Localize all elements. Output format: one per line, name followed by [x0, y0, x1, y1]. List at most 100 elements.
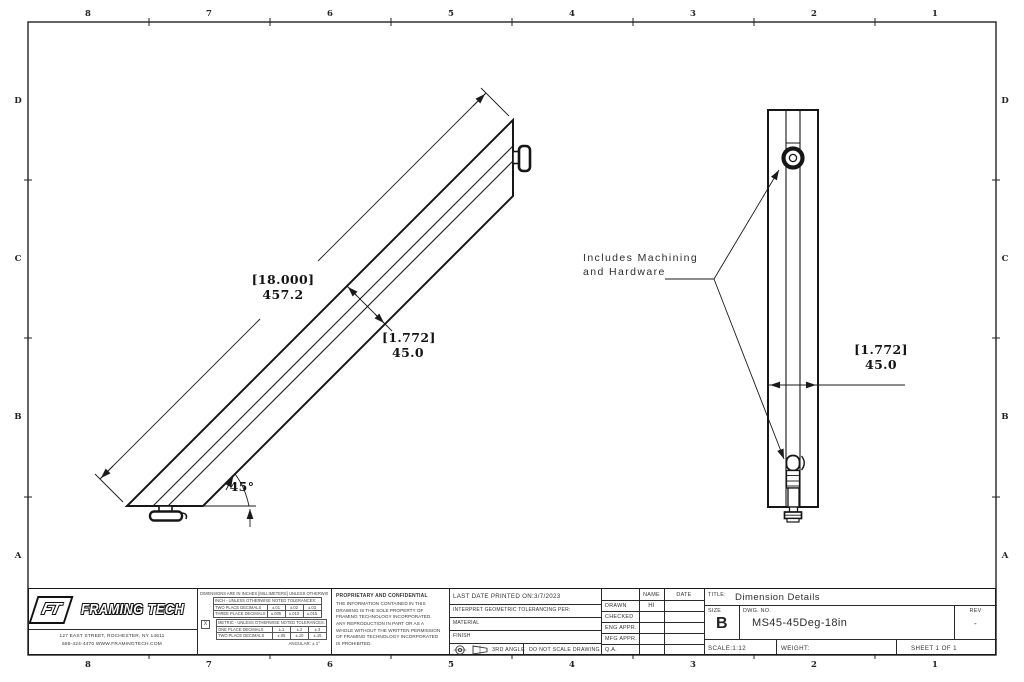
- zone-label: 4: [569, 9, 575, 19]
- rev-label: REV: [969, 607, 982, 614]
- divider: [704, 605, 997, 606]
- approval-row-label: DRAWN: [605, 603, 627, 609]
- divider: [449, 617, 601, 618]
- material-label: MATERIAL: [453, 619, 480, 626]
- note-line-1: Includes Machining: [583, 252, 699, 264]
- zone-label: 8: [85, 9, 91, 19]
- address-line-1: 127 EAST STREET, ROCHESTER, NY 14611: [59, 634, 165, 639]
- divider: [601, 611, 704, 612]
- angle-dimension: 45°: [229, 479, 255, 494]
- zone-label: 7: [206, 660, 212, 670]
- drawing-number: MS45-45Deg-18in: [752, 617, 848, 629]
- divider: [523, 643, 524, 654]
- scale-value: SCALE:1:12: [708, 645, 747, 652]
- third-angle-projection-icon: [453, 645, 488, 655]
- side-length-dimension: [18.000] 457.2: [231, 272, 335, 303]
- divider: [601, 589, 602, 654]
- tolerance-block: DIMENSIONS ARE IN INCHES [MILLIMETERS] U…: [200, 591, 328, 646]
- approval-row-label: MFG APPR.: [605, 636, 638, 642]
- last-printed-date: LAST DATE PRINTED ON:3/7/2023: [453, 593, 561, 600]
- divider: [954, 605, 955, 639]
- weight-label: WEIGHT:: [781, 645, 810, 652]
- company-address: 127 EAST STREET, ROCHESTER, NY 14611 585…: [29, 633, 195, 648]
- divider: [601, 622, 704, 623]
- divider: [639, 589, 640, 654]
- approval-row-label: ENG APPR.: [605, 625, 637, 631]
- divider: [704, 639, 997, 640]
- divider: [197, 589, 198, 654]
- date-column-header: DATE: [676, 592, 692, 598]
- tolerance-row-label: TWO PLACE DECIMALS: [216, 632, 273, 640]
- zone-label: 5: [448, 660, 454, 670]
- units-note: DIMENSIONS ARE IN INCHES [MILLIMETERS] U…: [200, 591, 328, 596]
- divider: [601, 600, 704, 601]
- zone-label: 2: [811, 9, 817, 19]
- drawing-title: Dimension Details: [735, 592, 821, 603]
- zone-label: 6: [327, 9, 333, 19]
- address-line-2: 585-424-4470 WWW.FRAMINGTECH.COM: [62, 641, 162, 647]
- zone-label: 8: [85, 660, 91, 670]
- machining-note: Includes Machining and Hardware: [583, 251, 698, 279]
- sheet-number: SHEET 1 OF 1: [911, 645, 957, 652]
- front-view-drawing: [767, 109, 819, 523]
- divider: [449, 589, 450, 654]
- base-fastener-icon: [148, 505, 188, 522]
- title-label: TITLE:: [708, 592, 726, 598]
- zone-label: B: [14, 412, 22, 422]
- dwg-no-label: DWG. NO.: [743, 607, 772, 614]
- third-angle-label: 3RD ANGLE: [492, 646, 525, 653]
- name-column-header: NAME: [643, 592, 660, 598]
- zone-label: 4: [569, 660, 575, 670]
- divider: [739, 605, 740, 639]
- zone-label: C: [14, 254, 22, 264]
- divider: [29, 629, 197, 630]
- company-name: FRAMING TECH: [80, 602, 185, 618]
- zone-label: 7: [206, 9, 212, 19]
- metric-tolerance-header: METRIC - UNLESS OTHERWISE NOTED TOLERANC…: [216, 619, 327, 627]
- projection-checkbox: X: [201, 620, 210, 629]
- do-not-scale-label: DO NOT SCALE DRAWING: [529, 646, 600, 653]
- zone-label: B: [1001, 412, 1009, 422]
- length-inches: [18.000]: [251, 272, 315, 287]
- zone-label: 1: [932, 9, 938, 19]
- end-fastener-icon: [512, 144, 532, 173]
- approval-row-label: Q.A.: [605, 647, 617, 653]
- divider: [601, 633, 704, 634]
- divider: [896, 639, 897, 654]
- zone-label: 3: [690, 660, 696, 670]
- ft-logo-icon: FT: [28, 596, 74, 624]
- rev-value: -: [974, 619, 977, 628]
- zone-label: D: [14, 96, 22, 106]
- divider: [331, 589, 332, 654]
- angular-tolerance: ANGULAR: ± 1°: [288, 640, 321, 646]
- sheet-size: B: [716, 615, 728, 632]
- approval-row-label: CHECKED: [605, 614, 634, 620]
- zone-label: 3: [690, 9, 696, 19]
- divider: [704, 589, 705, 654]
- front-width-dimension: [1.772] 45.0: [853, 342, 909, 373]
- zone-label: A: [1001, 551, 1009, 561]
- width-inches: [1.772]: [382, 330, 436, 345]
- tolerance-row-label: TWO PLACE DECIMALS: [213, 603, 268, 611]
- zone-label: A: [14, 551, 22, 561]
- size-label: SIZE: [708, 607, 722, 614]
- divider: [449, 643, 601, 644]
- width-mm: 45.0: [391, 344, 425, 360]
- company-logo: FT FRAMING TECH: [28, 592, 193, 628]
- side-width-dimension: [1.772] 45.0: [382, 330, 436, 361]
- proprietary-heading: PROPRIETARY AND CONFIDENTIAL: [336, 593, 428, 599]
- zone-label: 6: [327, 660, 333, 670]
- front-view-dimensions: [665, 169, 905, 460]
- tolerance-row-label: THREE PLACE DECIMALS: [213, 610, 268, 618]
- divider: [664, 589, 665, 654]
- drawn-by-initials: HI: [648, 602, 655, 609]
- zone-label: C: [1001, 254, 1009, 264]
- title-block: FT FRAMING TECH 127 EAST STREET, ROCHEST…: [28, 588, 997, 655]
- inch-tolerance-header: INCH - UNLESS OTHERWISE NOTED TOLERANCES…: [213, 597, 322, 605]
- zone-label: 5: [448, 9, 454, 19]
- side-view-dimensions: [94, 87, 510, 527]
- zone-label: 2: [811, 660, 817, 670]
- interpret-geometric-label: INTERPRET GEOMETRIC TOLERANCING PER:: [453, 606, 571, 613]
